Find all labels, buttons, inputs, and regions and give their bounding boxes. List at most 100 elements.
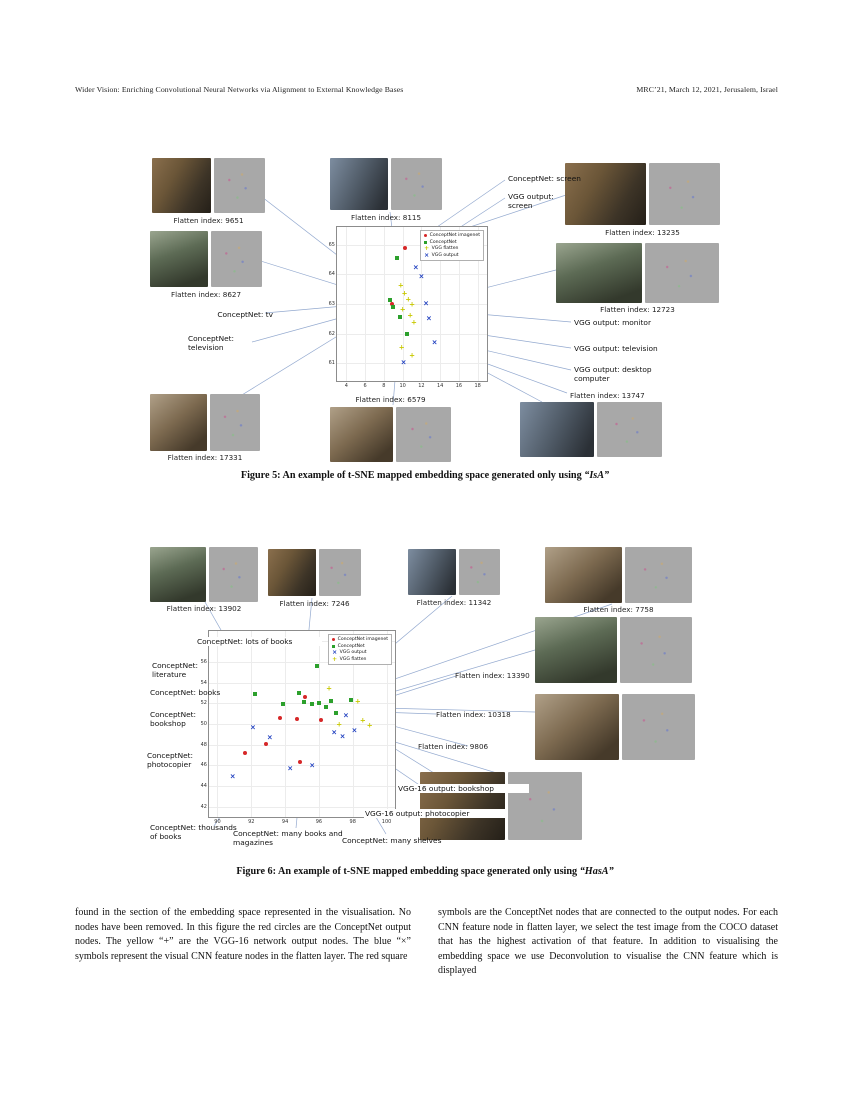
legend-label: ConceptNet imagenet — [429, 233, 480, 238]
coco-photo — [330, 158, 389, 210]
figure6-image-10318 — [535, 694, 695, 760]
data-point-circle — [390, 302, 395, 306]
y-tick-label: 63 — [328, 301, 335, 307]
x-tick-label: 12 — [418, 382, 425, 389]
annotation-vgg-output-screen: VGG output: screen — [508, 192, 554, 211]
gridline — [337, 363, 487, 365]
data-point-x: × — [425, 314, 432, 323]
caption-text: Figure 6: An example of t-SNE mapped emb… — [236, 866, 580, 877]
flatten-index-label: Flatten index: 8627 — [170, 290, 242, 299]
y-tick-label: 52 — [200, 700, 207, 707]
x-tick-label: 18 — [474, 382, 481, 389]
figure5-image-8627 — [150, 231, 262, 287]
legend-label: ConceptNet — [429, 239, 457, 245]
flatten-index-label: Flatten index: 12723 — [600, 305, 675, 314]
annotation-conceptnet-many-shelves: ConceptNet: many shelves — [342, 836, 442, 845]
legend-label: VGG flatten — [431, 246, 459, 251]
data-point-plus: + — [326, 684, 332, 693]
legend-row: +VGG flatten — [424, 245, 480, 252]
deconv-patch — [458, 549, 500, 595]
coco-photo — [535, 617, 618, 683]
caption-text: Figure 5: An example of t-SNE mapped emb… — [240, 470, 585, 481]
data-point-square — [310, 702, 315, 707]
deconv-patch — [210, 394, 260, 451]
deconv-patch — [211, 231, 262, 287]
deconv-patch — [621, 694, 695, 760]
legend-label: VGG output — [339, 650, 367, 655]
data-point-square — [395, 256, 399, 261]
legend-label: ConceptNet imagenet — [337, 637, 388, 642]
data-point-plus: + — [366, 721, 373, 730]
figure6-image-9806 — [420, 772, 582, 840]
data-point-plus: + — [354, 697, 361, 706]
annotation-conceptnet-lots-of-books: ConceptNet: lots of books — [196, 637, 322, 647]
annotation-conceptnet-screen: ConceptNet: screen — [508, 174, 581, 183]
data-point-x: × — [343, 711, 349, 720]
data-point-plus: + — [359, 716, 366, 725]
gridline — [209, 806, 395, 808]
data-point-square — [316, 701, 321, 706]
deconv-patch — [644, 243, 719, 303]
coco-photo — [150, 394, 208, 451]
plus-marker-icon: + — [332, 655, 338, 663]
x-tick-label: 4 — [344, 382, 348, 389]
data-point-x: × — [412, 263, 419, 272]
deconv-patch — [625, 547, 692, 603]
y-tick-label: 50 — [200, 721, 207, 727]
annotation-conceptnet-photocopier: ConceptNet: photocopier — [147, 751, 194, 770]
legend-row: ×VGG output — [424, 252, 480, 258]
annotation-vgg-output-television: VGG output: television — [574, 344, 658, 353]
plus-marker-icon: + — [424, 245, 430, 252]
running-header-title: Wider Vision: Enriching Convolutional Ne… — [75, 85, 404, 94]
figure6-image-11342 — [408, 549, 500, 595]
data-point-x: × — [418, 272, 425, 281]
gridline — [337, 274, 487, 276]
y-tick-label: 62 — [328, 330, 335, 337]
gridline — [209, 786, 395, 787]
deconv-patch — [620, 617, 692, 683]
figure5-image-6579 — [330, 407, 451, 462]
data-point-x: × — [339, 732, 346, 741]
coco-photo — [565, 163, 647, 225]
figure6-caption: Figure 6: An example of t-SNE mapped emb… — [145, 866, 705, 877]
coco-photo — [535, 694, 619, 760]
coco-photo — [420, 772, 506, 840]
legend-row: +VGG flatten — [332, 655, 388, 663]
legend-row: ×VGG output — [332, 650, 388, 656]
y-tick-label: 56 — [200, 659, 207, 665]
data-point-square — [349, 698, 354, 703]
gridline — [209, 744, 395, 746]
data-point-circle — [298, 760, 303, 765]
y-tick-label: 61 — [328, 360, 335, 367]
coco-photo — [556, 243, 642, 303]
deconv-patch — [391, 158, 442, 210]
annotation-conceptnet-literature: ConceptNet: literature — [152, 661, 199, 680]
annotation-vgg16-output-photocopier: VGG-16 output: photocopier — [364, 809, 506, 819]
data-point-square — [387, 297, 392, 302]
flatten-index-label: Flatten index: 9651 — [173, 216, 244, 225]
coco-photo — [330, 407, 394, 462]
legend-row: ConceptNet imagenet — [424, 233, 480, 238]
flatten-index-label: Flatten index: 13390 — [455, 671, 530, 680]
data-point-x: × — [229, 772, 236, 781]
x-tick-label: 8 — [382, 382, 386, 389]
data-point-circle — [402, 245, 407, 250]
coco-photo — [545, 547, 623, 603]
data-point-square — [323, 705, 328, 710]
data-point-square — [315, 664, 320, 669]
body-text-right-column: symbols are the ConceptNet nodes that ar… — [438, 907, 778, 977]
x-tick-label: 98 — [349, 818, 356, 825]
annotation-conceptnet-thousands-of-books: ConceptNet: thousands of books — [150, 823, 237, 842]
data-point-plus: + — [398, 343, 405, 352]
coco-photo — [268, 549, 317, 596]
data-point-plus: + — [399, 305, 406, 314]
data-point-circle — [242, 750, 247, 755]
data-point-plus: + — [401, 289, 408, 298]
figure6-image-13390 — [535, 617, 692, 683]
flatten-index-label: Flatten index: 6579 — [355, 395, 426, 404]
caption-keyword: “HasA” — [579, 866, 614, 877]
